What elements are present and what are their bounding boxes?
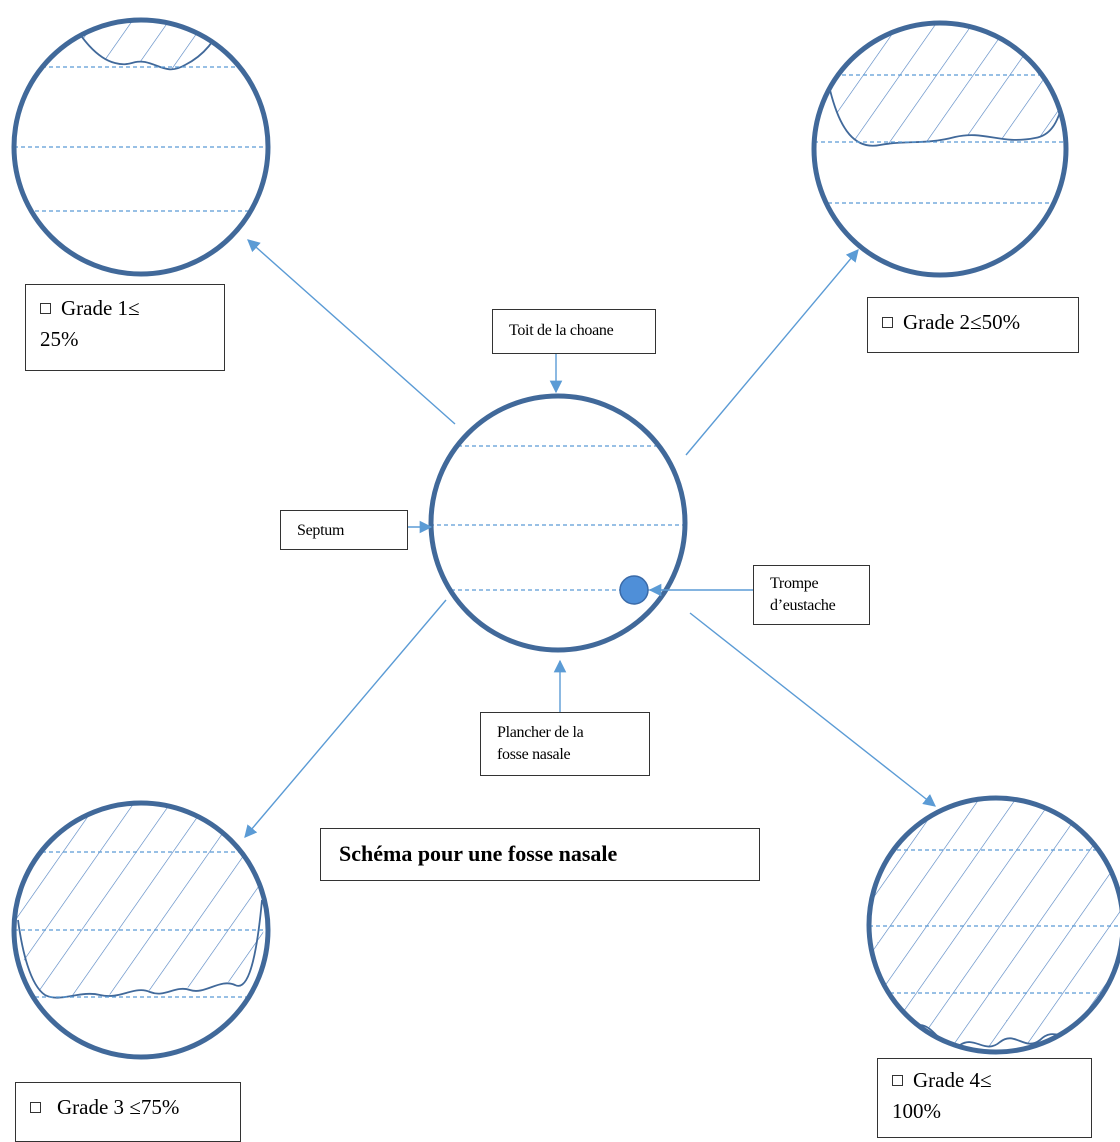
central-nasal-fossa-circle [428,393,688,653]
septum-label: Septum [280,510,408,550]
grade-3-circle [11,800,271,1060]
grade-4-label: Grade 4≤ 100% [877,1058,1092,1138]
grade-1-circle [11,17,271,277]
checkbox-square-icon [30,1101,41,1113]
arrow-to-grade-1 [247,239,456,425]
arrow-to-grade-2 [685,249,859,456]
checkbox-square-icon [40,302,51,314]
trompe-eustache-label: Trompe d’eustache [753,565,870,625]
checkbox-square-icon [882,316,893,328]
grade-4-circle [866,795,1120,1055]
checkbox-square-icon [892,1074,903,1086]
grade-2-label: Grade 2≤50% [867,297,1079,353]
diagram-title: Schéma pour une fosse nasale [320,828,760,881]
eustachian-tube-dot [619,575,649,605]
grade-2-circle [811,20,1069,278]
arrow-to-grade-3 [244,599,447,838]
toit-choane-label: Toit de la choane [492,309,656,354]
plancher-fosse-label: Plancher de la fosse nasale [480,712,650,776]
grade-3-label: Grade 3 ≤75% [15,1082,241,1142]
arrow-to-grade-4 [689,612,936,807]
arrows [244,239,936,838]
grade-1-label: Grade 1≤ 25% [25,284,225,371]
